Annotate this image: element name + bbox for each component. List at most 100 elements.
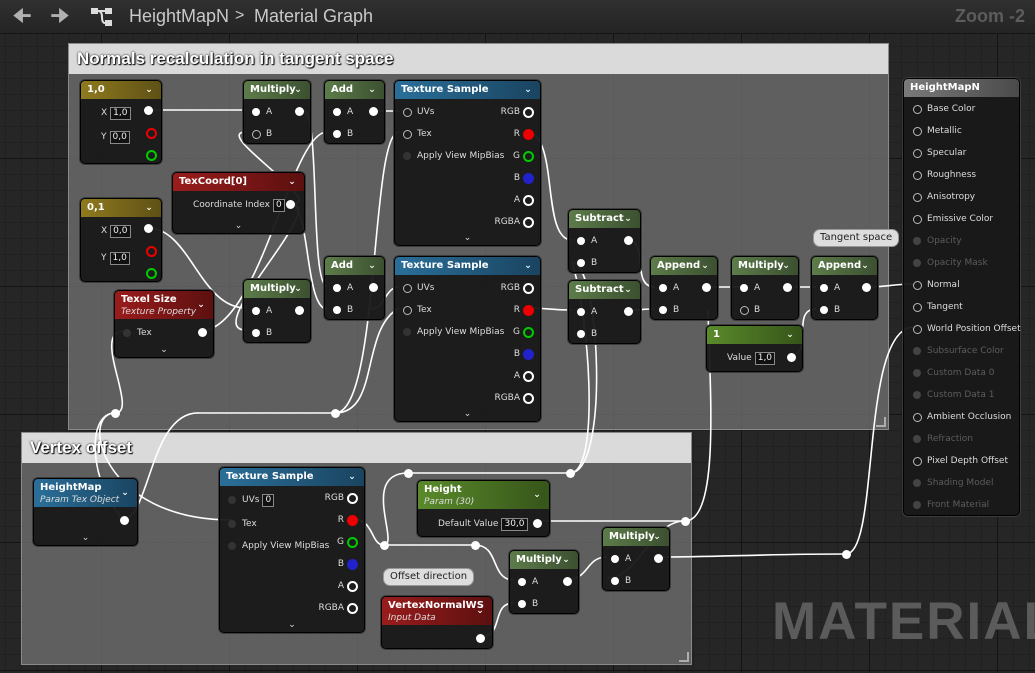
uvs-pin[interactable]: UVs — [403, 282, 434, 294]
result-pin[interactable]: Pixel Depth Offset — [913, 455, 1008, 467]
b-pin[interactable]: B — [577, 328, 597, 340]
result-pin[interactable]: Specular — [913, 147, 966, 159]
g-pin[interactable]: G — [513, 150, 534, 162]
node-header[interactable]: Subtract⌄ — [569, 210, 640, 228]
reroute-node[interactable] — [379, 540, 389, 550]
chevron-down-icon[interactable]: ⌄ — [145, 85, 153, 95]
result-pin[interactable]: Custom Data 0 — [913, 367, 994, 379]
chevron-down-icon[interactable]: ⌄ — [782, 261, 790, 271]
chevron-down-icon[interactable]: ⌄ — [476, 606, 484, 616]
chevron-down-icon[interactable]: ⌄ — [562, 555, 570, 565]
a-pin[interactable]: A — [333, 106, 353, 118]
result-pin[interactable]: Shading Model — [913, 477, 993, 489]
multiply-node[interactable]: Multiply⌄ A B — [602, 527, 670, 591]
chevron-down-icon[interactable]: ⌄ — [288, 620, 296, 630]
chevron-down-icon[interactable]: ⌄ — [624, 214, 632, 224]
result-pin[interactable]: Custom Data 1 — [913, 389, 994, 401]
result-pin[interactable]: Metallic — [913, 125, 962, 137]
chevron-down-icon[interactable]: ⌄ — [294, 284, 302, 294]
rgb-pin[interactable]: RGB — [501, 106, 535, 118]
breadcrumb-graph[interactable]: Material Graph — [254, 6, 374, 26]
comment-title[interactable]: Normals recalculation in tangent space — [69, 44, 888, 74]
mipbias-pin[interactable]: Apply View MipBias — [403, 150, 504, 162]
g-pin[interactable]: G — [337, 536, 358, 548]
mipbias-pin[interactable]: Apply View MipBias — [228, 540, 329, 552]
reroute-node[interactable] — [565, 468, 575, 478]
chevron-down-icon[interactable]: ⌄ — [348, 472, 356, 482]
b-pin[interactable]: B — [659, 304, 679, 316]
a-pin[interactable]: A — [577, 306, 597, 318]
a-pin[interactable]: A — [518, 576, 538, 588]
rgba-pin[interactable]: RGBA — [318, 602, 358, 614]
multiply-node[interactable]: Multiply⌄ A B — [731, 256, 799, 320]
chevron-down-icon[interactable]: ⌄ — [524, 85, 532, 95]
tex-pin[interactable]: Tex — [403, 128, 432, 140]
reroute-node[interactable] — [403, 468, 413, 478]
r-pin[interactable]: R — [514, 128, 535, 140]
b-pin[interactable]: B — [820, 304, 840, 316]
result-pin[interactable]: Subsurface Color — [913, 345, 1004, 357]
reroute-node[interactable] — [680, 516, 690, 526]
node-header[interactable]: Multiply⌄ — [732, 257, 798, 275]
chevron-down-icon[interactable]: ⌄ — [533, 490, 541, 500]
b-pin[interactable]: B — [611, 575, 631, 587]
chevron-down-icon[interactable]: ⌄ — [145, 203, 153, 213]
comment-bubble-tangent[interactable]: Tangent space — [813, 229, 900, 247]
node-header[interactable]: Texture Sample⌄ — [395, 257, 540, 275]
reroute-node[interactable] — [470, 540, 480, 550]
rgba-pin[interactable]: RGBA — [494, 216, 534, 228]
a-pin[interactable]: A — [252, 106, 272, 118]
reroute-node[interactable] — [330, 408, 340, 418]
resize-handle-icon[interactable] — [679, 652, 689, 662]
reroute-node[interactable] — [110, 408, 120, 418]
texture-sample-node[interactable]: Texture Sample⌄ UVs Tex Apply View MipBi… — [394, 80, 541, 246]
a-pin[interactable]: A — [577, 235, 597, 247]
result-pin[interactable]: Normal — [913, 279, 960, 291]
a-pin[interactable]: A — [333, 282, 353, 294]
append-node[interactable]: Append⌄ A B — [811, 256, 878, 320]
chevron-down-icon[interactable]: ⌄ — [294, 85, 302, 95]
b-pin[interactable]: B — [740, 304, 760, 316]
result-pin[interactable]: Opacity Mask — [913, 257, 988, 269]
result-pin[interactable]: World Position Offset — [913, 323, 1021, 335]
b-pin[interactable]: B — [333, 304, 353, 316]
breadcrumb-asset[interactable]: HeightMapN — [129, 6, 230, 26]
b-pin[interactable]: B — [333, 128, 353, 140]
rgb-pin[interactable]: RGB — [325, 492, 359, 504]
comment-bubble-offset[interactable]: Offset direction — [383, 568, 475, 586]
chevron-down-icon[interactable]: ⌄ — [197, 300, 205, 310]
node-header[interactable]: 1⌄ — [707, 326, 802, 344]
mipbias-pin[interactable]: Apply View MipBias — [403, 326, 504, 338]
chevron-down-icon[interactable]: ⌄ — [463, 233, 472, 243]
a-pin[interactable]: A — [740, 282, 760, 294]
a-pin[interactable]: A — [514, 194, 535, 206]
chevron-down-icon[interactable]: ⌄ — [861, 261, 869, 271]
chevron-down-icon[interactable]: ⌄ — [701, 261, 709, 271]
node-header[interactable]: Multiply⌄ — [603, 528, 669, 546]
node-header[interactable]: Multiply⌄ — [244, 81, 310, 99]
multiply-node[interactable]: Multiply⌄ A B — [243, 80, 311, 144]
b-pin[interactable]: B — [252, 327, 272, 339]
node-header[interactable]: Texture Sample⌄ — [220, 468, 364, 486]
a-pin[interactable]: A — [252, 305, 272, 317]
result-pin[interactable]: Base Color — [913, 103, 975, 115]
a-pin[interactable]: A — [514, 370, 535, 382]
rgba-pin[interactable]: RGBA — [494, 392, 534, 404]
b-pin[interactable]: B — [514, 172, 535, 184]
chevron-down-icon[interactable]: ⌄ — [624, 285, 632, 295]
chevron-down-icon[interactable]: ⌄ — [463, 409, 472, 419]
chevron-down-icon[interactable]: ⌄ — [524, 261, 532, 271]
